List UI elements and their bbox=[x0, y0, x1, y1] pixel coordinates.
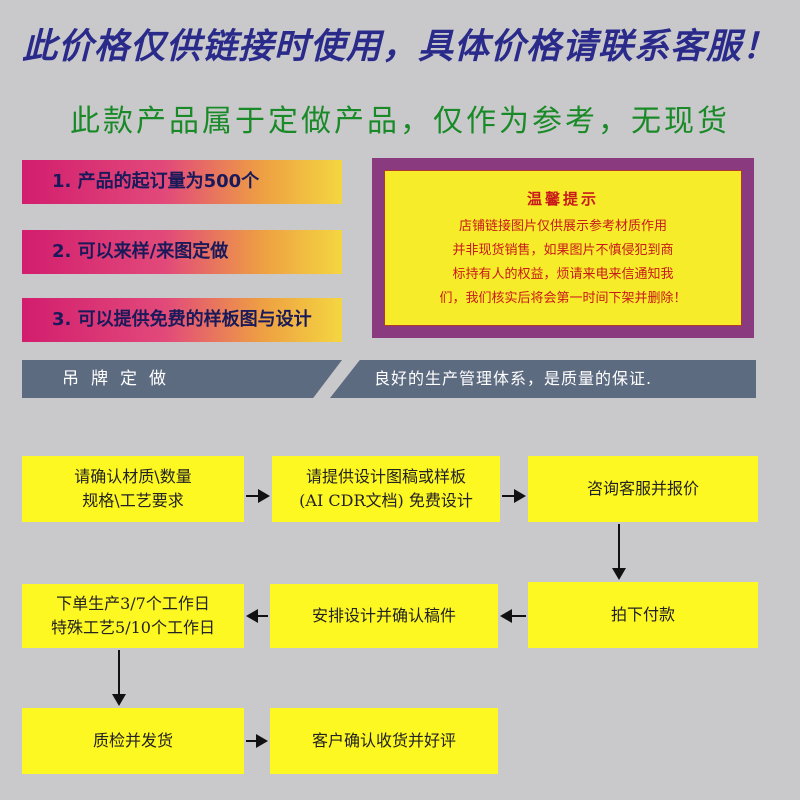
step-line: 下单生产3/7个工作日 bbox=[56, 594, 210, 613]
step-consult-quote: 咨询客服并报价 bbox=[528, 456, 758, 522]
notice-line: 并非现货销售，如果图片不慎侵犯到商 bbox=[452, 243, 674, 258]
page-subtitle: 此款产品属于定做产品，仅作为参考，无现货 bbox=[70, 104, 730, 139]
step-line: 特殊工艺5/10个工作日 bbox=[51, 618, 215, 637]
step-line: 规格\工艺要求 bbox=[82, 491, 184, 510]
feature-custom-sample: 2. 可以来样/来图定做 bbox=[22, 230, 342, 274]
feature-moq: 1. 产品的起订量为500个 bbox=[22, 160, 342, 204]
step-line: 请确认材质\数量 bbox=[74, 467, 192, 486]
step-line: 请提供设计图稿或样板 bbox=[305, 467, 466, 486]
arrow-right-icon bbox=[246, 734, 268, 748]
step-production: 下单生产3/7个工作日 特殊工艺5/10个工作日 bbox=[22, 584, 244, 648]
step-arrange-design: 安排设计并确认稿件 bbox=[270, 584, 498, 648]
banner-quality: 良好的生产管理体系，是质量的保证. bbox=[330, 360, 756, 398]
step-line: 质检并发货 bbox=[92, 731, 173, 750]
step-place-order-pay: 拍下付款 bbox=[528, 582, 758, 648]
notice-panel: 温馨提示 店铺链接图片仅供展示参考材质作用 并非现货销售，如果图片不慎侵犯到商 … bbox=[384, 170, 742, 326]
step-line: 咨询客服并报价 bbox=[586, 479, 699, 498]
step-line: 拍下付款 bbox=[610, 605, 675, 624]
step-line: (AI CDR文档) 免费设计 bbox=[299, 491, 473, 510]
step-provide-design: 请提供设计图稿或样板 (AI CDR文档) 免费设计 bbox=[272, 456, 500, 522]
arrow-down-icon bbox=[112, 650, 126, 706]
notice-line: 店铺链接图片仅供展示参考材质作用 bbox=[458, 219, 667, 234]
arrow-down-icon bbox=[612, 524, 626, 580]
step-line: 安排设计并确认稿件 bbox=[311, 606, 456, 625]
page-title: 此价格仅供链接时使用，具体价格请联系客服！ bbox=[21, 27, 778, 67]
feature-free-design: 3. 可以提供免费的样板图与设计 bbox=[22, 298, 342, 342]
arrow-right-icon bbox=[502, 489, 526, 503]
banner-tag-custom: 吊牌定做 bbox=[22, 360, 342, 398]
step-confirm-review: 客户确认收货并好评 bbox=[270, 708, 498, 774]
notice-line: 们，我们核实后将会第一时间下架并删除！ bbox=[439, 291, 687, 306]
arrow-left-icon bbox=[246, 609, 268, 623]
step-qc-ship: 质检并发货 bbox=[22, 708, 244, 774]
notice-line: 标持有人的权益，烦请来电来信通知我 bbox=[452, 267, 674, 282]
arrow-left-icon bbox=[500, 609, 526, 623]
notice-box: 温馨提示 店铺链接图片仅供展示参考材质作用 并非现货销售，如果图片不慎侵犯到商 … bbox=[372, 158, 754, 338]
arrow-right-icon bbox=[246, 489, 270, 503]
notice-title: 温馨提示 bbox=[526, 190, 599, 208]
step-line: 客户确认收货并好评 bbox=[311, 731, 456, 750]
step-confirm-specs: 请确认材质\数量 规格\工艺要求 bbox=[22, 456, 244, 522]
